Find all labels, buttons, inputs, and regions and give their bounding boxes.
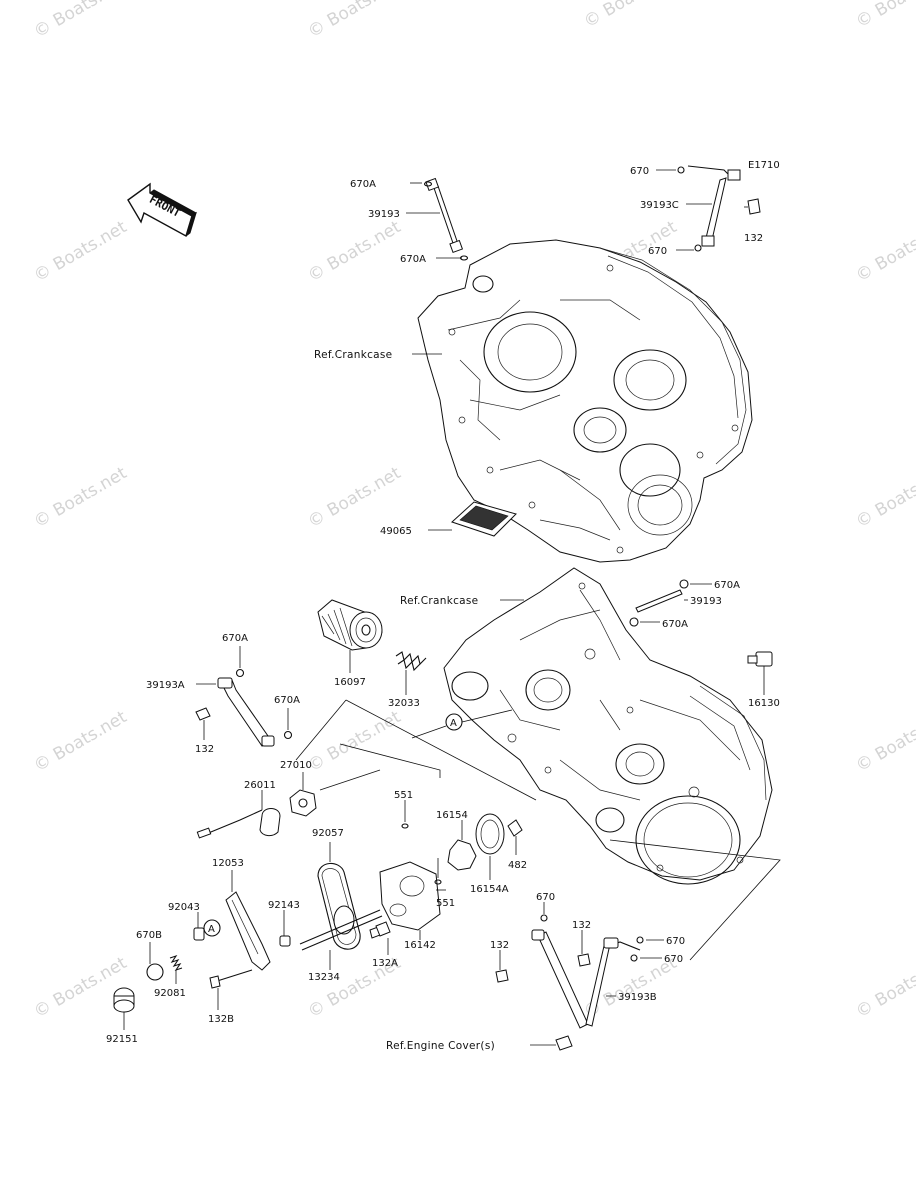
label-39193b: 39193B <box>618 992 657 1003</box>
label-27010: 27010 <box>280 760 312 771</box>
oil-pipe-39193-right <box>629 579 712 627</box>
label-ref-engine-cover: Ref.Engine Cover(s) <box>386 1040 495 1052</box>
spring-92081 <box>169 954 183 984</box>
watermark: © Boats.net <box>305 0 405 42</box>
front-arrow-icon: FRONT <box>127 182 197 238</box>
label-670: 670 <box>666 936 685 947</box>
label-132b: 132B <box>208 1014 234 1025</box>
label-92057: 92057 <box>312 828 344 839</box>
callout-a-upper: A <box>295 699 781 961</box>
watermark: © Boats.net <box>31 707 131 776</box>
bolt-132a <box>375 921 391 955</box>
label-16154: 16154 <box>436 810 468 821</box>
oil-pipe-39193-top <box>406 177 469 261</box>
plug-92151 <box>113 987 135 1030</box>
switch-16130 <box>747 651 773 695</box>
label-92151: 92151 <box>106 1034 138 1045</box>
label-16142: 16142 <box>404 940 436 951</box>
watermark: © Boats.net <box>305 463 405 532</box>
rotor-16154 <box>447 813 523 880</box>
oil-pipe-39193c <box>656 165 761 252</box>
chain-guide-12053 <box>225 870 271 971</box>
watermark: © Boats.net <box>305 217 405 286</box>
label-12053: 12053 <box>212 858 244 869</box>
label-670a: 670A <box>714 580 740 591</box>
pin-551-mid <box>434 858 442 885</box>
label-670a: 670A <box>222 633 248 644</box>
callout-letter: A <box>208 924 215 935</box>
label-551: 551 <box>394 790 413 801</box>
collar-92143 <box>279 910 291 947</box>
watermark: © Boats.net <box>31 217 131 286</box>
label-670a: 670A <box>662 619 688 630</box>
label-132a: 132A <box>372 958 398 969</box>
bolt-132b <box>209 969 253 1010</box>
collar-92043: A <box>193 912 221 941</box>
chain-92057 <box>317 842 361 950</box>
pin-551-top <box>401 800 409 829</box>
label-670: 670 <box>664 954 683 965</box>
label-26011: 26011 <box>244 780 276 791</box>
label-13234: 13234 <box>308 972 340 983</box>
callout-letter: A <box>450 718 457 729</box>
oil-pipe-39193b <box>495 902 664 1051</box>
label-132: 132 <box>195 744 214 755</box>
label-132: 132 <box>744 233 763 244</box>
lead-26011 <box>196 790 281 839</box>
label-49065: 49065 <box>380 526 412 537</box>
sensor-27010 <box>289 772 317 817</box>
label-670a: 670A <box>350 179 376 190</box>
leader-lines <box>412 353 524 601</box>
watermark: © Boats.net <box>853 463 916 532</box>
label-670a: 670A <box>274 695 300 706</box>
watermark: © Boats.net <box>31 463 131 532</box>
watermark: © Boats.net <box>853 707 916 776</box>
watermark: © Boats.net <box>31 953 131 1022</box>
label-ref-crankcase: Ref.Crankcase <box>400 595 478 607</box>
upper-crankcase <box>417 239 753 563</box>
label-e1710: E1710 <box>748 160 780 171</box>
label-16097: 16097 <box>334 677 366 688</box>
label-39193: 39193 <box>690 596 722 607</box>
label-ref-crankcase: Ref.Crankcase <box>314 349 392 361</box>
label-92081: 92081 <box>154 988 186 999</box>
lower-crankcase <box>443 567 773 885</box>
label-39193c: 39193C <box>640 200 679 211</box>
label-39193a: 39193A <box>146 680 185 691</box>
watermark: © Boats.net <box>581 0 681 32</box>
oil-screen-49065 <box>451 501 517 537</box>
o-ring-670b <box>146 942 164 981</box>
oil-filter-16097 <box>317 599 383 673</box>
part-labels: 670A 39193 670A 670 E1710 39193C 132 670… <box>106 160 780 1052</box>
watermark: © Boats.net <box>305 707 405 776</box>
spring-32033 <box>395 651 427 695</box>
label-132: 132 <box>490 940 509 951</box>
watermark: © Boats.net <box>853 217 916 286</box>
watermark: © Boats.net <box>31 0 131 42</box>
label-482: 482 <box>508 860 527 871</box>
label-39193: 39193 <box>368 209 400 220</box>
label-92143: 92143 <box>268 900 300 911</box>
label-551: 551 <box>436 898 455 909</box>
label-32033: 32033 <box>388 698 420 709</box>
watermark: © Boats.net <box>853 953 916 1022</box>
label-670a: 670A <box>400 254 426 265</box>
label-670b: 670B <box>136 930 162 941</box>
label-132: 132 <box>572 920 591 931</box>
watermark: © Boats.net <box>853 0 916 32</box>
label-16130: 16130 <box>748 698 780 709</box>
label-16154a: 16154A <box>470 884 509 895</box>
label-670: 670 <box>630 166 649 177</box>
label-670: 670 <box>536 892 555 903</box>
label-92043: 92043 <box>168 902 200 913</box>
label-670: 670 <box>648 246 667 257</box>
oil-pipe-39193a <box>195 646 293 747</box>
